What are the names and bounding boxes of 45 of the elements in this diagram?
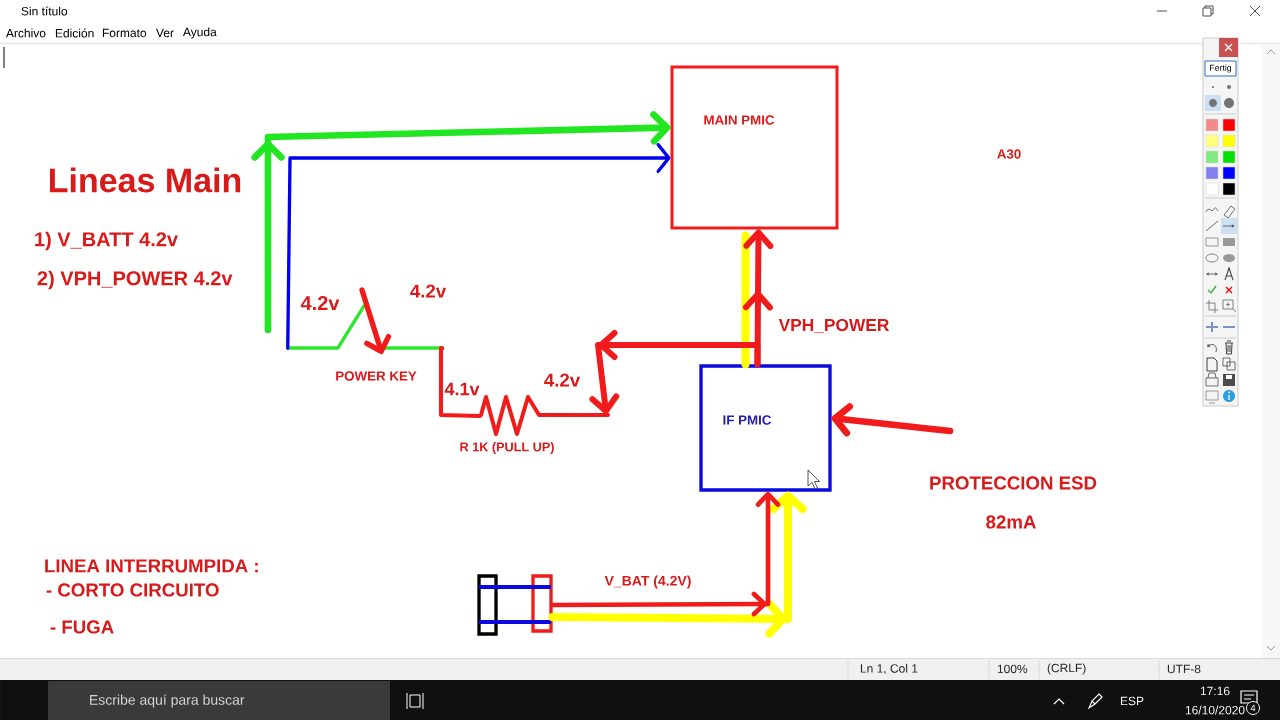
- line: [439, 346, 482, 418]
- arrow: [549, 491, 781, 617]
- resistor-symbol: [479, 395, 610, 436]
- voltage-label: 4.1v: [444, 382, 480, 396]
- arrow: [251, 111, 671, 334]
- window-title: Sin título: [21, 6, 68, 16]
- voltage-label: 4.2v: [410, 284, 447, 298]
- list-item: 2) VPH_POWER 4.2v: [37, 270, 233, 290]
- menu-item: Edición: [55, 28, 94, 38]
- note: LINEA INTERRUMPIDA :: [45, 559, 258, 573]
- chip-box: IF PMIC: [699, 364, 832, 492]
- time-text: 17:16: [1200, 686, 1230, 696]
- arrow: [548, 491, 807, 638]
- search-field: Escribe aquí para buscar: [48, 681, 390, 720]
- menu-item: Archivo: [5, 28, 46, 38]
- list-item: - FUGA: [50, 620, 114, 634]
- note: 82mA: [986, 515, 1036, 529]
- connector-symbol: [477, 574, 553, 636]
- menu-item: Ver: [156, 28, 174, 38]
- date-text: 16/10/2020: [1185, 705, 1245, 715]
- arrow: [831, 403, 954, 437]
- status-text: (CRLF): [1047, 663, 1086, 675]
- list-item: 1) V_BATT 4.2v: [35, 231, 178, 251]
- menu-item: Formato: [102, 28, 147, 38]
- note: A30: [997, 149, 1021, 159]
- component-label: R 1K (PULL UP): [460, 442, 554, 454]
- status-text: UTF-8: [1167, 664, 1201, 674]
- chip-box: MAIN PMIC: [670, 65, 839, 230]
- status-text: Ln 1, Col 1: [860, 663, 918, 675]
- status-text: ESP: [1121, 696, 1144, 706]
- voltage-label: 4.2v: [544, 373, 581, 387]
- arrow: [286, 143, 671, 350]
- note: PROTECCION ESD: [930, 476, 1097, 490]
- heading: Lineas Main: [50, 167, 241, 193]
- list-item: - CORTO CIRCUITO: [46, 583, 219, 597]
- menu-item: Ayuda: [182, 27, 217, 39]
- status-text: 100%: [997, 664, 1028, 674]
- component-label: POWER KEY: [336, 371, 417, 381]
- edge-label: V_BAT (4.2V): [603, 574, 693, 590]
- done-button: Fertig: [1204, 60, 1237, 77]
- notification-count: 4: [1246, 701, 1260, 715]
- edge-label: VPH_POWER: [777, 317, 891, 335]
- voltage-label: 4.2v: [300, 296, 340, 310]
- arrow: [589, 330, 761, 414]
- line: [741, 231, 750, 369]
